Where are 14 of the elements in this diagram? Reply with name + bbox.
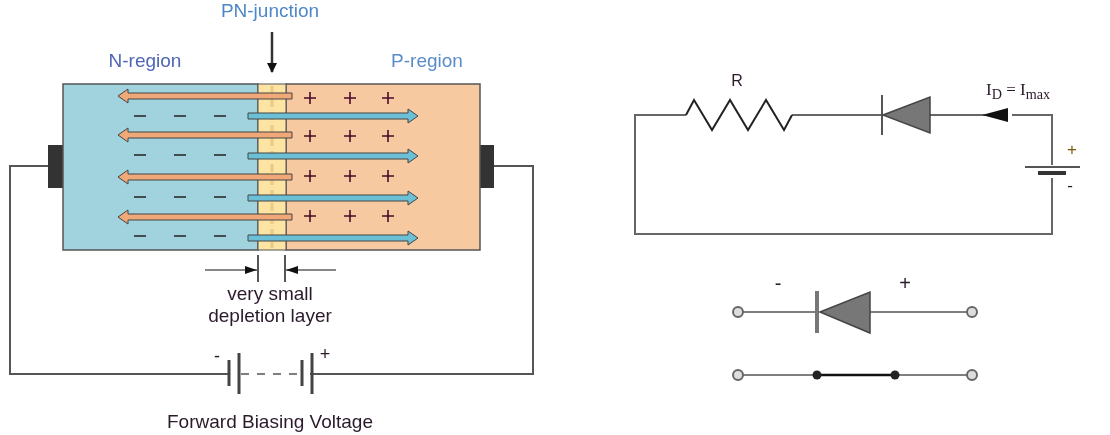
polarity-sign: + [898, 272, 912, 295]
current-label: I$_{D}$ = I$_{max}$ [985, 80, 1051, 103]
junction-label: PN-junction [190, 0, 350, 22]
arrow [267, 32, 277, 73]
text-label: P-region [390, 50, 464, 72]
polarity-sign: - [213, 346, 221, 367]
text-label: Forward Biasing Voltage [166, 411, 374, 433]
polarity-sign: - [773, 272, 783, 295]
text-label: N-region [107, 50, 183, 72]
polarity-sign: - [1066, 176, 1074, 196]
polarity-sign: + [1066, 140, 1078, 160]
polarity-sign: + [318, 344, 332, 365]
text-label: very small depletion layer [207, 283, 333, 327]
text-label: R [730, 72, 744, 91]
